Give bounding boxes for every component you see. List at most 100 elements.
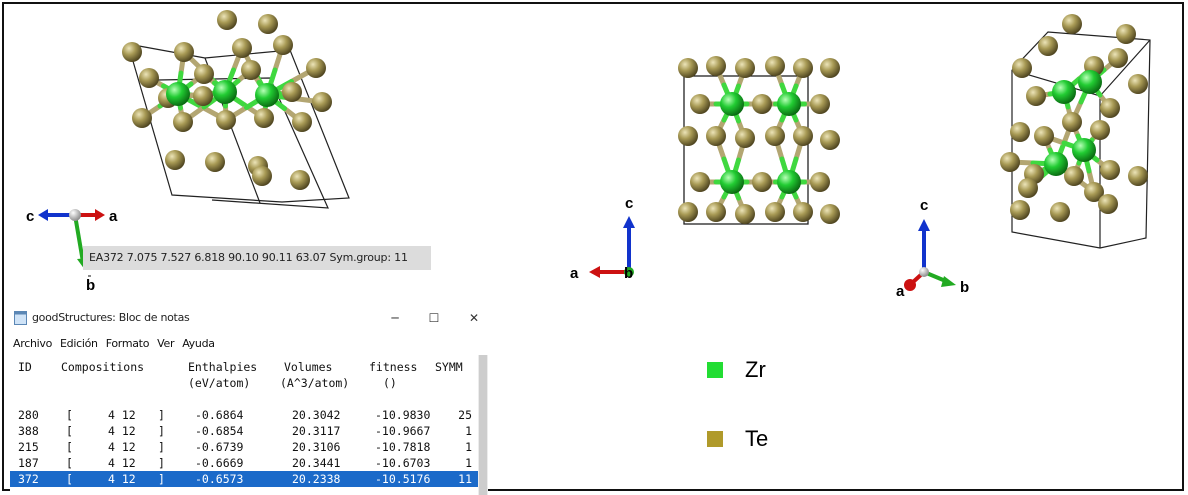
cell-comp: 4 12 (108, 472, 136, 486)
header-row: ID Compositions Enthalpies Volumes fitne… (10, 359, 478, 375)
te-atom (194, 64, 214, 84)
axis-label-a: a (109, 208, 118, 225)
menu-formato[interactable]: Formato (105, 337, 150, 350)
cell-close: ] (158, 424, 165, 438)
legend-item-te: Te (707, 426, 768, 452)
zr-atom (166, 82, 190, 106)
zr-atom (720, 170, 744, 194)
te-atom (1090, 120, 1110, 140)
zr-atom (213, 80, 237, 104)
legend-swatch-zr (707, 362, 723, 378)
close-button[interactable]: ✕ (468, 311, 480, 325)
te-atom (735, 58, 755, 78)
vertical-scrollbar[interactable] (478, 355, 488, 495)
notepad-titlebar[interactable]: goodStructures: Bloc de notas ─ ☐ ✕ (10, 303, 488, 333)
cell-enthalpy: -0.6854 (195, 424, 244, 438)
maximize-button[interactable]: ☐ (428, 311, 440, 325)
te-atom (810, 172, 830, 192)
menu-ver[interactable]: Ver (157, 337, 175, 350)
te-atom (1012, 58, 1032, 78)
cell-enthalpy: -0.6864 (195, 408, 244, 422)
text-editor[interactable]: ID Compositions Enthalpies Volumes fitne… (10, 355, 478, 495)
te-atom (292, 112, 312, 132)
structure-view-2 (678, 56, 840, 225)
menu-ayuda[interactable]: Ayuda (182, 337, 215, 350)
te-atom (1062, 14, 1082, 34)
cell-id: 280 (18, 408, 39, 422)
header-units-row: (eV/atom) (A^3/atom) () (10, 375, 478, 391)
cell-id: 388 (18, 424, 39, 438)
te-atom (173, 112, 193, 132)
legend-label-zr: Zr (745, 357, 766, 382)
te-atom (1034, 126, 1054, 146)
window-title: goodStructures: Bloc de notas (32, 311, 190, 324)
axis-label-b: b (960, 279, 969, 296)
zr-atom (1052, 80, 1076, 104)
te-atom (1128, 74, 1148, 94)
structure-view-1 (122, 10, 350, 209)
te-atom (1018, 178, 1038, 198)
notepad-icon (14, 311, 27, 325)
cell-id: 187 (18, 456, 39, 470)
te-atom (678, 58, 698, 78)
te-atom (174, 42, 194, 62)
header-compositions: Compositions (61, 360, 145, 374)
axis-label-b: b (624, 265, 633, 282)
header-symm: SYMM (435, 360, 463, 374)
menu-edicion[interactable]: Edición (60, 337, 98, 350)
te-atom (1026, 86, 1046, 106)
te-atom (232, 38, 252, 58)
cell-enthalpy: -0.6669 (195, 456, 244, 470)
cell-volume: 20.3117 (292, 424, 341, 438)
legend-item-zr: Zr (707, 357, 766, 383)
cell-volume: 20.3441 (292, 456, 341, 470)
te-atom (1000, 152, 1020, 172)
te-atom (793, 58, 813, 78)
te-atom (290, 170, 310, 190)
info-bar-mark (88, 275, 91, 277)
te-atom (1010, 200, 1030, 220)
legend-swatch-te (707, 431, 723, 447)
te-atom (193, 86, 213, 106)
te-atom (205, 152, 225, 172)
header-volumes: Volumes (284, 360, 333, 374)
te-atom (1108, 48, 1128, 68)
te-atom (312, 92, 332, 112)
te-atom (216, 110, 236, 130)
minimize-button[interactable]: ─ (391, 311, 399, 325)
te-atom (793, 126, 813, 146)
scrollbar-thumb[interactable] (479, 355, 487, 495)
te-atom (122, 42, 142, 62)
te-atom (252, 166, 272, 186)
te-atom (1038, 36, 1058, 56)
te-atom (820, 130, 840, 150)
cell-fitness: -10.6703 (375, 456, 431, 470)
menu-archivo[interactable]: Archivo (13, 337, 53, 350)
axis-label-a: a (896, 283, 905, 300)
header-enthalpies: Enthalpies (188, 360, 258, 374)
te-atom (765, 126, 785, 146)
te-atom (1062, 112, 1082, 132)
te-atom (1064, 166, 1084, 186)
te-atom (1084, 182, 1104, 202)
cell-fitness: -10.5176 (375, 472, 431, 486)
header-fitness: fitness (369, 360, 418, 374)
zr-atom (1072, 138, 1096, 162)
te-atom (241, 60, 261, 80)
te-atom (706, 56, 726, 76)
cell-info-bar: EA372 7.075 7.527 6.818 90.10 90.11 63.0… (83, 246, 431, 270)
te-atom (810, 94, 830, 114)
te-atom (820, 204, 840, 224)
cell-comp: 4 12 (108, 408, 136, 422)
te-atom (765, 202, 785, 222)
te-atom (706, 202, 726, 222)
te-atom (1116, 24, 1136, 44)
axis-label-a: a (570, 265, 579, 282)
cell-open: [ (66, 424, 73, 438)
cell-symm: 1 (465, 456, 472, 470)
